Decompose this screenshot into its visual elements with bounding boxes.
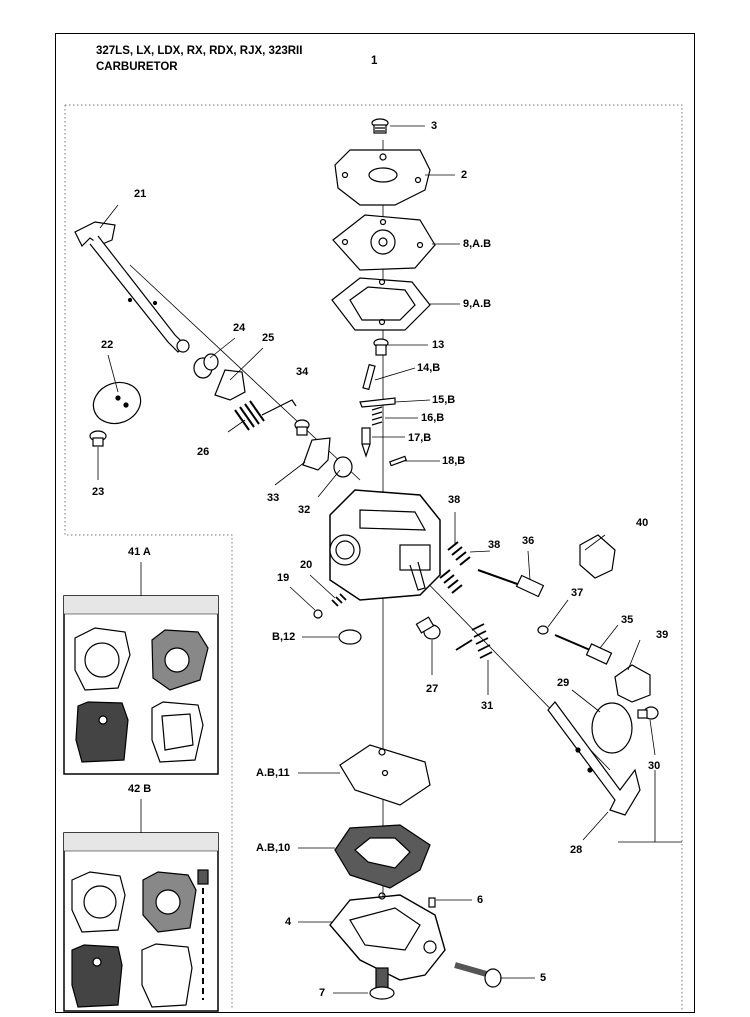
callout-20: 20 — [300, 559, 313, 571]
springs-38 — [439, 541, 471, 594]
needle-valve-17 — [361, 427, 371, 458]
callout-22: 22 — [101, 339, 114, 351]
pin-14 — [362, 363, 376, 391]
top-cover-part — [334, 149, 431, 206]
callout-7: 7 — [319, 987, 326, 999]
callout-30: 30 — [648, 760, 661, 772]
section-title: CARBURETOR — [96, 61, 178, 73]
valve-6 — [428, 897, 436, 908]
callout-6: 6 — [477, 894, 484, 906]
callout-17: 17,B — [408, 432, 432, 444]
callout-33: 33 — [267, 492, 280, 504]
screw-30 — [637, 706, 659, 720]
screw-23 — [89, 430, 107, 447]
screen-12 — [338, 629, 362, 645]
callout-21: 21 — [134, 188, 147, 200]
lever-25 — [214, 369, 246, 401]
pump-diaphragm-10 — [334, 824, 431, 889]
choke-shaft-28 — [547, 701, 641, 816]
low-speed-needle-35 — [554, 634, 613, 665]
callout-32: 32 — [298, 504, 311, 516]
callout-37: 37 — [571, 587, 584, 599]
pump-gasket-11 — [339, 744, 431, 806]
callout-4: 4 — [285, 916, 292, 928]
diaphragm-part — [332, 214, 436, 271]
kit-b-label: 42 B — [128, 783, 152, 795]
callout-8: 8,A.B — [463, 238, 492, 250]
lever-15-spring-16 — [359, 397, 396, 426]
callout-38-upper: 38 — [448, 494, 461, 506]
callout-18: 18,B — [442, 455, 466, 467]
callout-40: 40 — [636, 517, 649, 529]
callout-16: 16,B — [421, 412, 445, 424]
callout-19: 19 — [277, 572, 290, 584]
callout-5: 5 — [540, 972, 547, 984]
spring-26 — [234, 399, 297, 431]
limiter-cap-40 — [579, 534, 616, 579]
callout-a11: A.B,11 — [256, 767, 290, 779]
kit-a-label: 41 A — [128, 546, 151, 558]
o-ring-37 — [537, 625, 549, 635]
dotted-group-boundaries — [64, 104, 683, 1010]
callout-34: 34 — [296, 366, 309, 378]
limiter-cap-39 — [614, 664, 651, 703]
callout-35: 35 — [621, 614, 634, 626]
ball-19 — [313, 609, 323, 619]
callout-9: 9,A.B — [463, 298, 492, 310]
callout-14: 14,B — [417, 362, 441, 374]
figure-number: 1 — [371, 55, 378, 67]
callout-2: 2 — [461, 169, 468, 181]
bushing-24 — [193, 353, 219, 379]
callout-15: 15,B — [432, 394, 456, 406]
callout-36: 36 — [522, 535, 535, 547]
callout-38-lower: 38 — [488, 539, 501, 551]
callout-13: 13 — [432, 339, 445, 351]
screw-27 — [415, 616, 441, 640]
screw-34-head — [294, 419, 310, 436]
callout-25: 25 — [262, 332, 275, 344]
pin-18 — [389, 455, 407, 467]
callout-23: 23 — [92, 486, 105, 498]
screw-13 — [373, 338, 389, 356]
lever-33 — [302, 437, 331, 471]
throttle-shaft-21 — [74, 221, 190, 353]
pump-cover-4 — [329, 892, 446, 981]
leader-30-bracket — [618, 770, 682, 843]
callout-b12: B,12 — [272, 631, 296, 643]
spring-20 — [331, 593, 347, 607]
throttle-plate-22 — [92, 381, 142, 425]
callout-26: 26 — [197, 446, 210, 458]
page-frame — [55, 33, 695, 1013]
spring-31 — [455, 623, 493, 659]
callout-31: 31 — [481, 700, 494, 712]
model-list: 327LS, LX, LDX, RX, RDX, RJX, 323RII — [96, 45, 303, 57]
callout-29: 29 — [557, 677, 570, 689]
high-speed-needle-36 — [477, 569, 545, 598]
callout-a10: A.B,10 — [256, 842, 291, 854]
gasket-part — [331, 277, 431, 331]
callout-24: 24 — [233, 322, 246, 334]
leader-lines — [97, 125, 656, 994]
screw-5 — [454, 962, 502, 988]
callout-27: 27 — [426, 683, 439, 695]
screw-7 — [369, 967, 395, 1000]
callout-3: 3 — [431, 120, 438, 132]
screw-3 — [371, 118, 389, 134]
choke-plate-29 — [591, 702, 633, 754]
callout-39: 39 — [656, 629, 669, 641]
carburetor-body — [329, 489, 441, 601]
callout-28: 28 — [570, 844, 583, 856]
